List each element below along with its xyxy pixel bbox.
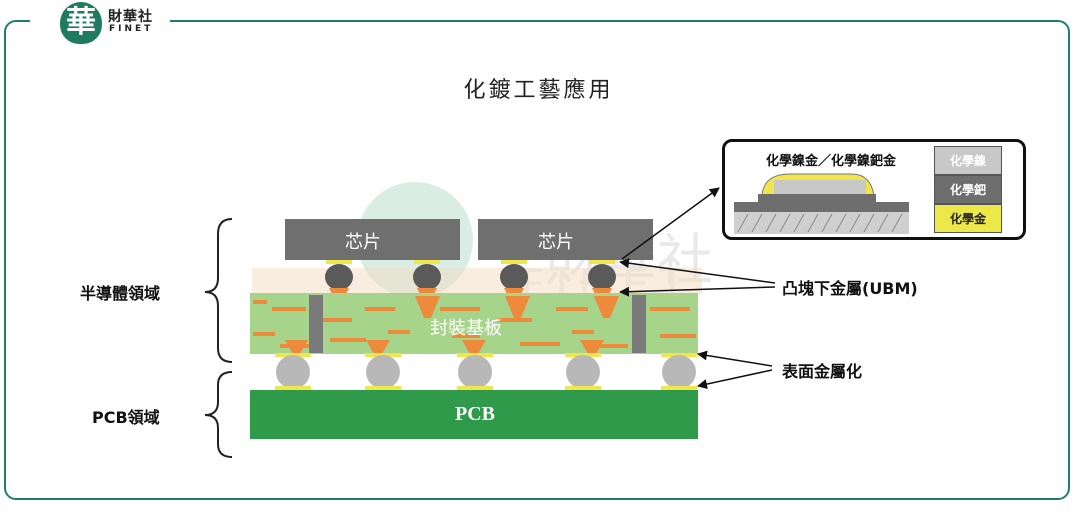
legend-nickel: 化學鎳	[934, 146, 1002, 175]
substrate-via-left	[309, 295, 323, 353]
logo-name-en: FINET	[109, 24, 154, 34]
pcb-board	[250, 390, 698, 439]
logo-name-cn: 財華社	[108, 9, 153, 25]
finet-logo-badge: 華	[60, 2, 102, 44]
inset-title: 化學鎳金／化學鎳鈀金	[766, 154, 897, 169]
pcb-domain-label: PCB領域	[92, 408, 160, 427]
solder-ball	[275, 353, 311, 390]
inset-palladium-layer	[758, 194, 876, 202]
chip-left-label: 芯片	[345, 232, 381, 253]
ubm-arrow-1	[619, 258, 776, 284]
legend-gold: 化學金	[934, 204, 1002, 233]
chip-right	[478, 219, 653, 260]
metallization-arrow-2	[697, 369, 773, 389]
solder-ball	[457, 353, 493, 390]
surface-metallization-label: 表面金屬化	[782, 362, 863, 381]
ubm-arrow-2	[619, 286, 776, 297]
legend-palladium: 化學鈀	[934, 175, 1002, 204]
inset-nickel-layer	[774, 180, 866, 196]
substrate-via-right	[632, 295, 646, 353]
diagram-title: 化鍍工藝應用	[463, 78, 614, 103]
metallization-arrow-1	[697, 350, 773, 367]
pcb-label: PCB	[455, 403, 495, 425]
substrate-copper-traces	[253, 296, 696, 354]
chip-left	[285, 219, 460, 260]
solder-ball	[661, 353, 697, 390]
inset-pad	[734, 202, 909, 212]
solder-ball	[365, 353, 401, 390]
substrate-label: 封裝基板	[430, 318, 502, 339]
outer-frame	[4, 20, 1070, 500]
inset-pointer-arrow	[621, 187, 720, 260]
inset-base	[734, 212, 909, 234]
semiconductor-domain-label: 半導體領域	[80, 284, 161, 303]
chip-right-label: 芯片	[538, 232, 574, 253]
solder-ball	[565, 353, 601, 390]
inset-hatch	[737, 213, 903, 233]
semiconductor-brace	[204, 218, 233, 363]
ubm-label: 凸塊下金屬(UBM)	[782, 279, 918, 298]
pcb-brace	[204, 371, 233, 458]
solder-balls	[275, 353, 697, 390]
